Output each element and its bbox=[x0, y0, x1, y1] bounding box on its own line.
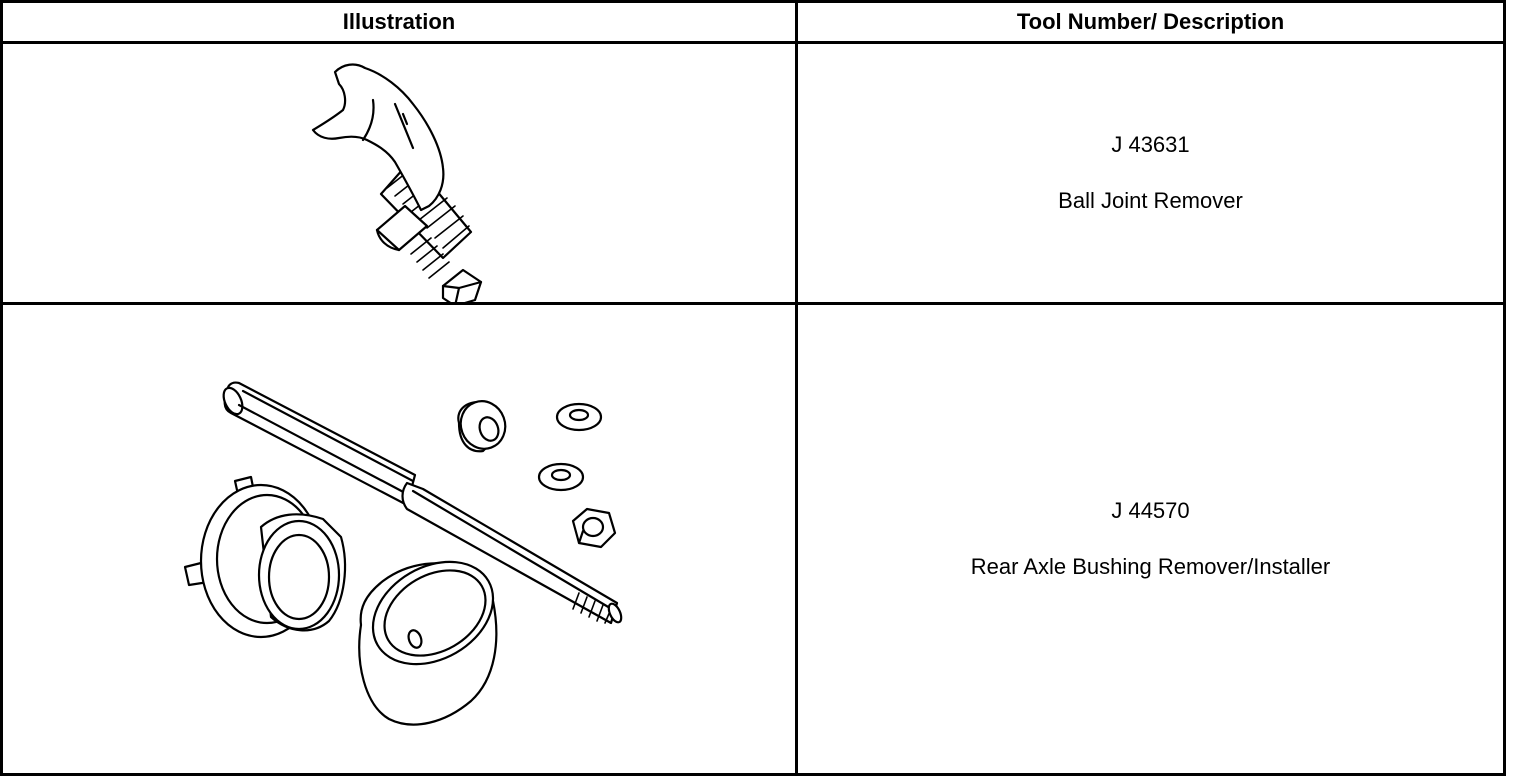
tool-number: J 43631 bbox=[1111, 132, 1190, 157]
table-header-row: Illustration Tool Number/ Description bbox=[0, 0, 1506, 44]
illustration-cell bbox=[0, 302, 798, 776]
tool-description-cell: J 43631 Ball Joint Remover bbox=[795, 41, 1506, 305]
tool-description-cell: J 44570 Rear Axle Bushing Remover/Instal… bbox=[795, 302, 1506, 776]
bushing-remover-installer-icon bbox=[183, 381, 623, 726]
tool-description: Rear Axle Bushing Remover/Installer bbox=[970, 554, 1331, 579]
table-row: J 43631 Ball Joint Remover bbox=[0, 41, 1506, 305]
ball-joint-remover-icon bbox=[311, 63, 483, 302]
tool-number: J 44570 bbox=[1111, 498, 1190, 523]
illustration-cell bbox=[0, 41, 798, 305]
tool-description: Ball Joint Remover bbox=[1058, 188, 1243, 213]
header-illustration: Illustration bbox=[0, 0, 798, 44]
table-row: J 44570 Rear Axle Bushing Remover/Instal… bbox=[0, 302, 1506, 776]
header-tool-number-description: Tool Number/ Description bbox=[795, 0, 1506, 44]
